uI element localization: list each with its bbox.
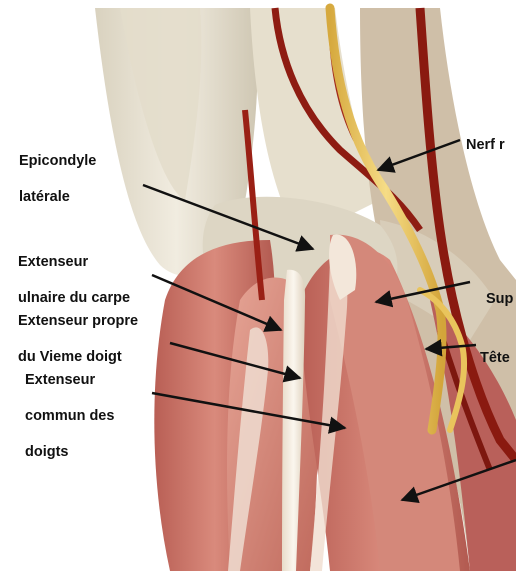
label-ext-commun-line2: commun des	[25, 407, 114, 425]
label-ext-ulnaire-line1: Extenseur	[18, 253, 130, 271]
label-nerf: Nerf r	[466, 118, 505, 172]
label-tete: Tête	[480, 331, 510, 385]
label-epicondyle: Epicondyle latérale	[19, 134, 96, 224]
label-tete-text: Tête	[480, 349, 510, 367]
label-epicondyle-line1: Epicondyle	[19, 152, 96, 170]
label-ext-commun-line1: Extenseur	[25, 371, 114, 389]
label-extenseur-commun: Extenseur commun des doigts	[25, 353, 114, 479]
label-ext-propre-line1: Extenseur propre	[18, 312, 138, 330]
label-epicondyle-line2: latérale	[19, 188, 96, 206]
label-nerf-text: Nerf r	[466, 136, 505, 154]
label-sup-text: Sup	[486, 290, 513, 308]
label-sup: Sup	[486, 272, 513, 326]
label-ext-commun-line3: doigts	[25, 443, 114, 461]
